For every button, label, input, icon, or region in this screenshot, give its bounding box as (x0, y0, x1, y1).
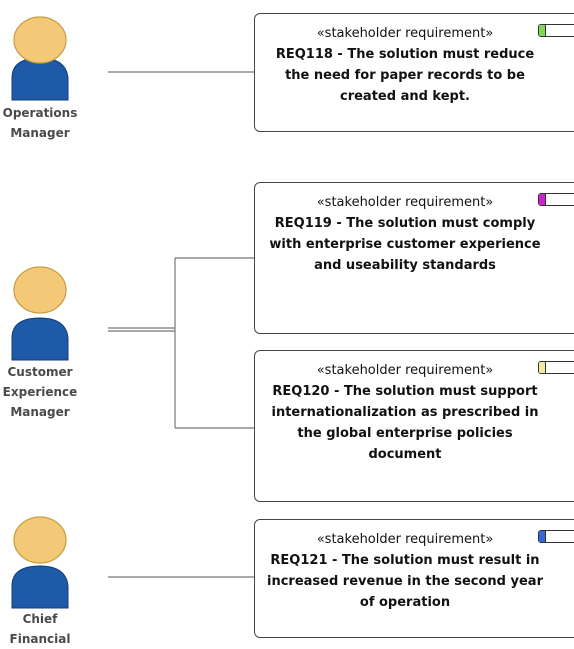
requirement-stereotype: «stakeholder requirement» (316, 195, 494, 210)
actor-name-line: Chief (22, 612, 58, 626)
requirement-color-swatch (539, 25, 546, 36)
requirement-icon (538, 193, 574, 206)
requirement-icon (538, 361, 574, 374)
requirement-box-req121[interactable]: «stakeholder requirement» REQ121 - The s… (254, 519, 574, 638)
actor-head-icon (13, 516, 67, 564)
actor-body-icon (11, 57, 69, 101)
actor-name-line: Financial (9, 632, 71, 646)
actor-body-icon (11, 565, 69, 609)
requirement-color-swatch (539, 362, 546, 373)
requirement-text: REQ120 - The solution must support inter… (271, 384, 539, 462)
requirement-stereotype: «stakeholder requirement» (316, 363, 494, 378)
actor-figure[interactable] (11, 266, 69, 361)
actor-figure[interactable] (11, 16, 69, 101)
requirement-text: REQ118 - The solution must reduce the ne… (275, 47, 535, 104)
actor-name-line: Manager (10, 126, 70, 140)
requirement-box-req120[interactable]: «stakeholder requirement» REQ120 - The s… (254, 350, 574, 502)
actor-label-operations-manager: Operations Manager (0, 103, 90, 143)
requirement-text: REQ119 - The solution must comply with e… (269, 216, 541, 273)
requirement-icon (538, 530, 574, 543)
actor-name-line: Experience (2, 385, 78, 399)
actor-name-line: Customer (7, 365, 73, 379)
actor-figure[interactable] (11, 516, 69, 609)
requirement-color-swatch (539, 194, 546, 205)
requirement-stereotype: «stakeholder requirement» (316, 26, 494, 41)
actor-head-icon (13, 16, 67, 64)
actor-head-icon (13, 266, 67, 314)
actor-label-customer-experience-manager: Customer Experience Manager (0, 362, 90, 422)
requirement-box-req119[interactable]: «stakeholder requirement» REQ119 - The s… (254, 182, 574, 334)
actor-name-line: Manager (10, 405, 70, 419)
actor-body-icon (11, 317, 69, 361)
actor-label-chief-financial: Chief Financial (0, 609, 90, 649)
actor-name-line: Operations (2, 106, 78, 120)
requirement-box-req118[interactable]: «stakeholder requirement» REQ118 - The s… (254, 13, 574, 132)
requirement-color-swatch (539, 531, 546, 542)
requirement-stereotype: «stakeholder requirement» (316, 532, 494, 547)
requirement-icon (538, 24, 574, 37)
requirement-text: REQ121 - The solution must result in inc… (267, 553, 543, 610)
